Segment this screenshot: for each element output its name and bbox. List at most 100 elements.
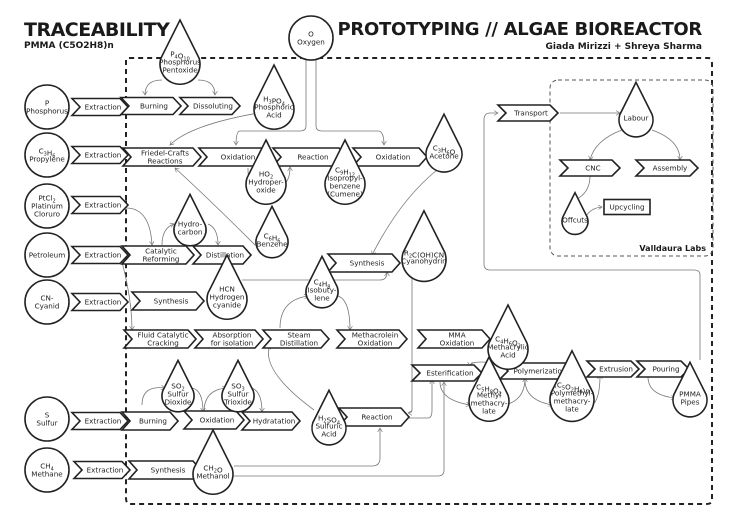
pmma-poly-label-1: Polymethyl- (551, 389, 594, 398)
source-cyanid[interactable]: CN-Cyanid (24, 279, 70, 325)
process-chevron (70, 245, 130, 265)
ho2-label-1: Hydroper- (248, 178, 284, 187)
upcycling-label-0: Upcycling (609, 203, 644, 212)
process-transport[interactable]: Transport (496, 104, 560, 122)
process-chevron (70, 411, 130, 431)
h2so4-label-0: H2SO4 (318, 414, 340, 427)
process-chevron (410, 364, 484, 382)
process-hydratation[interactable]: Hydratation (240, 411, 302, 431)
process-ext-ch4[interactable]: Extraction (72, 460, 132, 480)
process-ext-c3[interactable]: Extraction (70, 145, 130, 165)
traceability-boundary (125, 57, 713, 505)
process-distillation[interactable]: Distillation (191, 245, 253, 265)
isobutylene-label-1: Isobuty- (308, 286, 337, 295)
product-drop (159, 18, 201, 85)
polymerization-to-pmma (524, 379, 552, 405)
process-oxidation-s[interactable]: Oxidation (182, 410, 246, 430)
process-burning-s[interactable]: Burning (120, 411, 180, 431)
h2so4-label-2: Acid (321, 430, 336, 439)
polymerization-label-0: Polymerization (513, 367, 566, 376)
cumene-label-2: benzene (330, 182, 361, 191)
process-assembly[interactable]: Assembly (634, 159, 700, 177)
hydrocarbon-label-1: carbon (178, 228, 203, 237)
process-chevron (416, 329, 492, 349)
so3-label-0: SO3 (231, 382, 244, 393)
process-dissoluting[interactable]: Dissoluting (178, 96, 242, 116)
process-chevron (261, 329, 331, 349)
so3-to-hydratation (251, 387, 262, 412)
source-petroleum[interactable]: Petroleum (24, 232, 70, 278)
material-formula: PMMA (C5O2H8)n (24, 41, 114, 51)
cyanohydrin-label-1: Cyanohydrin (401, 257, 447, 266)
product-offcuts[interactable]: Offcuts (561, 190, 589, 236)
process-synthesis-cn[interactable]: Synthesis (130, 291, 206, 311)
process-cnc[interactable]: CNC (558, 159, 622, 177)
product-drop (245, 138, 287, 205)
process-chevron (496, 104, 560, 122)
process-ext-p[interactable]: Extraction (70, 97, 130, 117)
process-synthesis-ch4[interactable]: Synthesis (127, 460, 203, 480)
product-drop (253, 63, 295, 130)
process-extrusion[interactable]: Extrusion (585, 360, 641, 378)
process-chevron (121, 147, 203, 167)
ho2-label-0: HO2 (259, 170, 273, 181)
source-circle (24, 232, 70, 278)
product-hydrocarbon[interactable]: Hydro-carbon (173, 192, 207, 247)
methacrylic-label-1: Methacrylic (487, 343, 529, 352)
process-oxidation-2[interactable]: Oxidation (351, 147, 429, 167)
process-chevron (70, 292, 130, 312)
process-esterification[interactable]: Esterification (410, 364, 484, 382)
process-pouring[interactable]: Pouring (635, 360, 691, 378)
process-synthesis-main[interactable]: Synthesis (326, 253, 402, 273)
p4o10-label-2: Pentoxide (162, 66, 198, 75)
mma-label-2: methacry- (471, 399, 508, 408)
process-ext-cn[interactable]: Extraction (70, 292, 130, 312)
extrusion-label-0: Extrusion (599, 365, 633, 374)
process-ext-pt[interactable]: Extraction (70, 195, 130, 215)
process-reaction-2[interactable]: Reaction (337, 407, 411, 427)
ext-c3-label-0: Extraction (85, 151, 122, 160)
process-ext-s[interactable]: Extraction (70, 411, 130, 431)
product-drop (618, 80, 654, 138)
process-chevron (193, 329, 265, 349)
process-ext-pet[interactable]: Extraction (70, 245, 130, 265)
p4o10-to-dissoluting (197, 79, 215, 95)
product-labour[interactable]: Labour (618, 80, 654, 138)
methanol-label-1: Methanol (196, 472, 229, 481)
labour-to-assembly (651, 129, 680, 160)
process-burning-p[interactable]: Burning (119, 96, 183, 116)
ext-cn-label-0: Extraction (85, 298, 122, 307)
output-upcycling[interactable]: Upcycling (603, 198, 651, 216)
platinum-label-2: Cloruro (34, 210, 60, 219)
